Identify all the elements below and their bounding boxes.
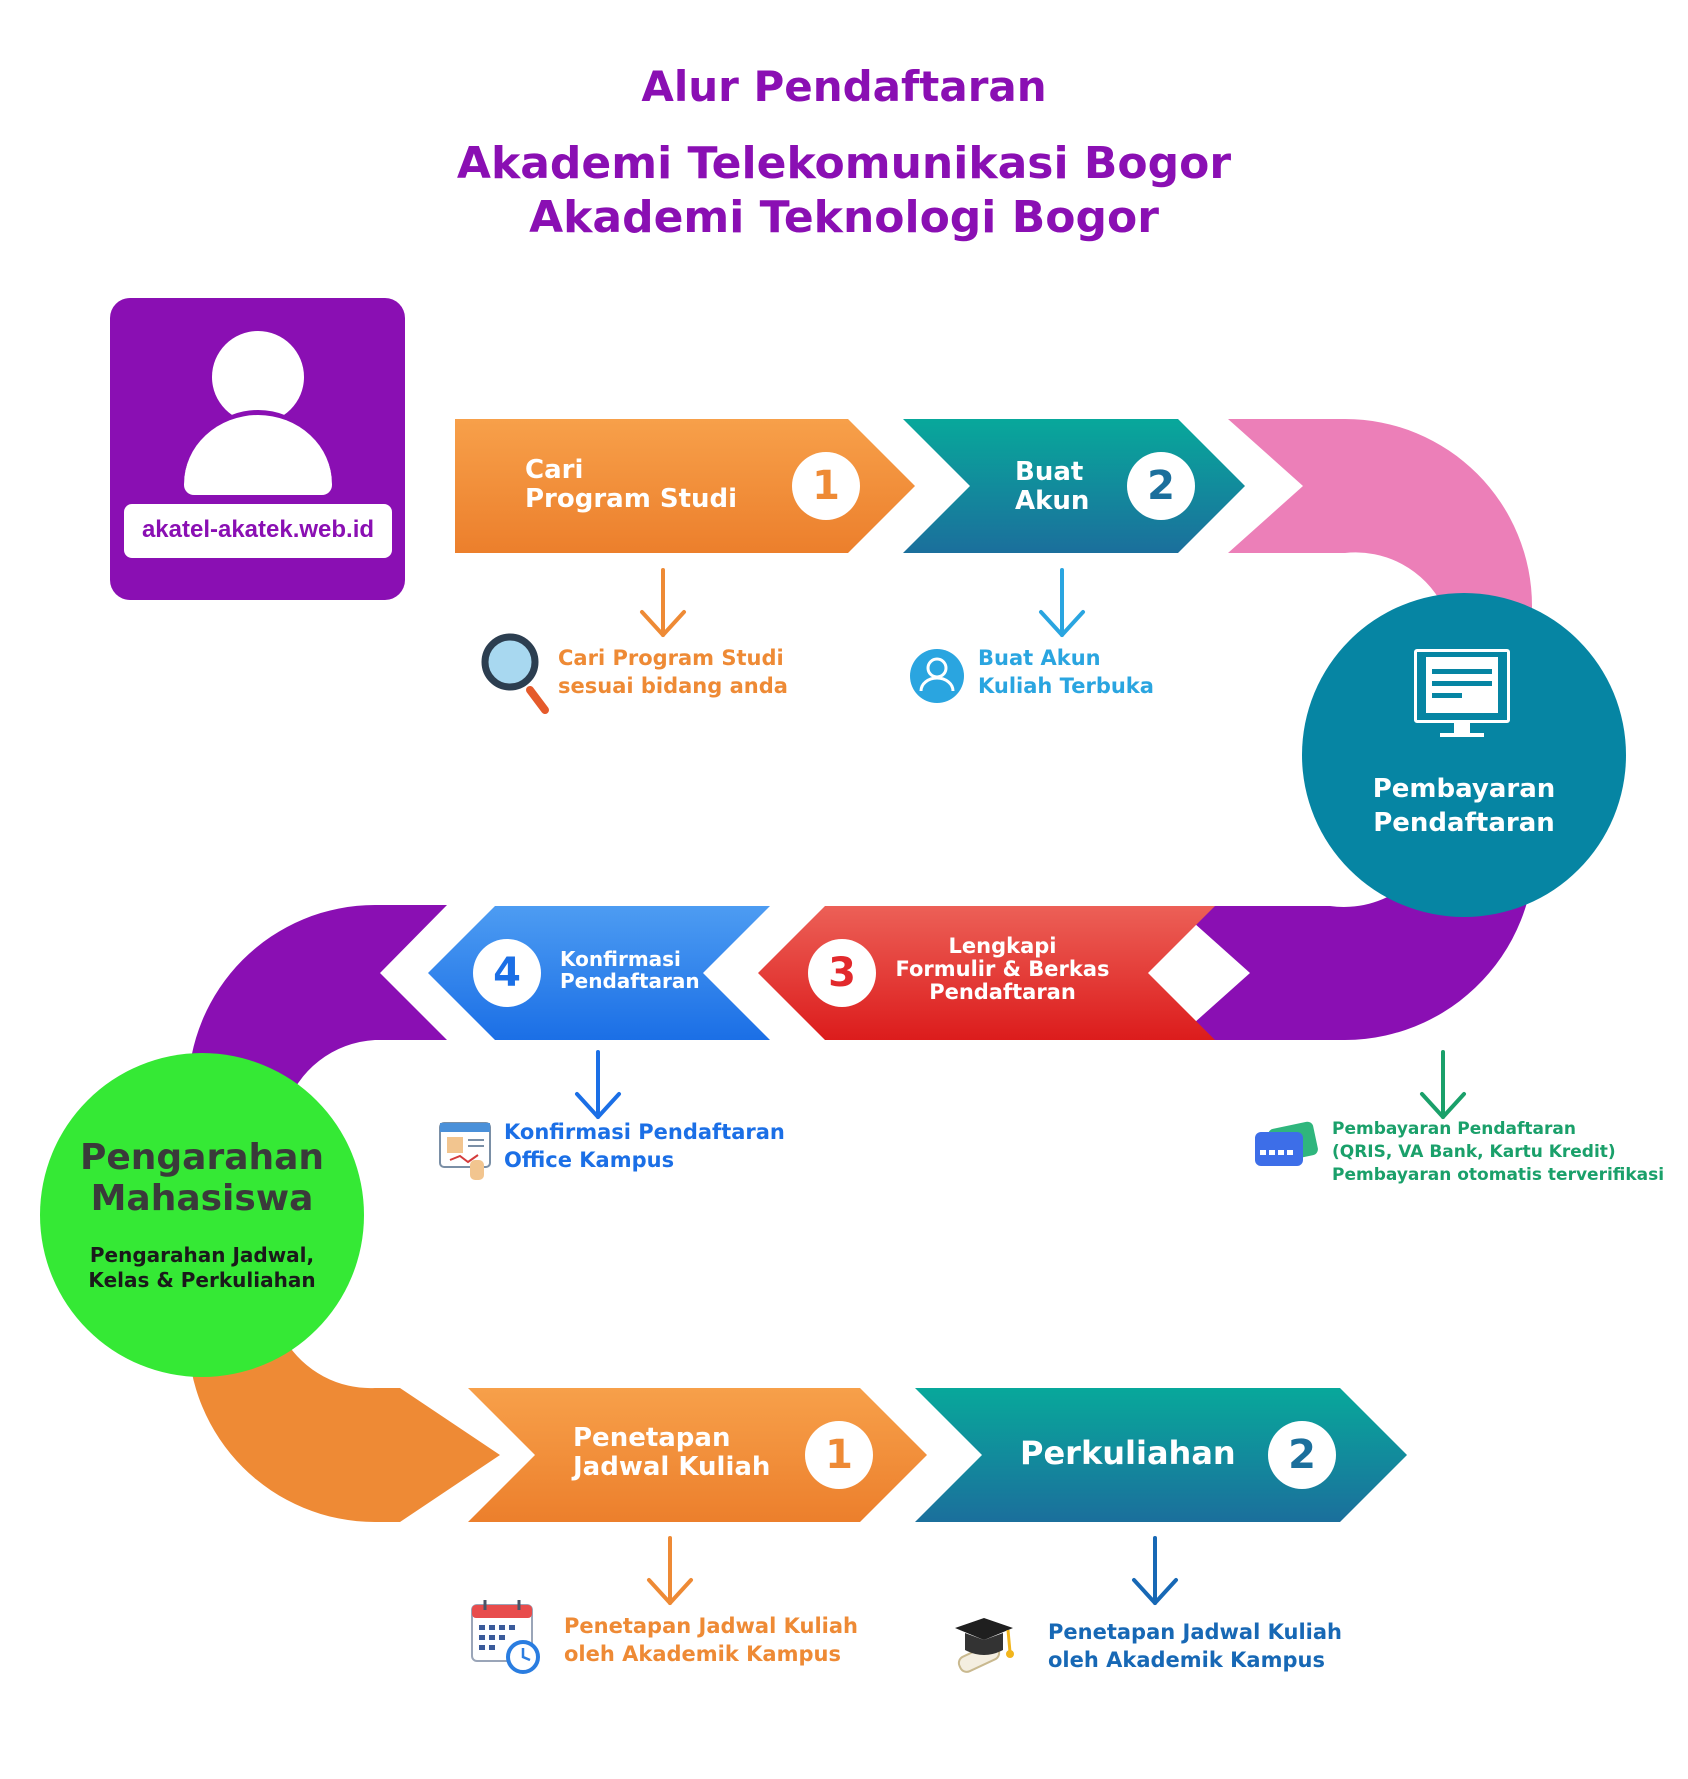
user-icon (110, 298, 405, 498)
arrow-step-cari-program-studi (455, 419, 915, 553)
caption-buat-line2: Kuliah Terbuka (978, 674, 1154, 699)
down-arrow-payment (1420, 1050, 1466, 1119)
step-number-row3-2: 2 (1268, 1421, 1336, 1489)
user-card: akatel-akatek.web.id (110, 298, 405, 600)
step-number-2: 2 (1127, 452, 1195, 520)
caption-cari-line1: Cari Program Studi (558, 646, 784, 670)
arrow-step-lengkapi-formulir (758, 906, 1215, 1040)
caption-penetapan-2: Penetapan Jadwal Kuliah oleh Akademik Ka… (1048, 1618, 1342, 1675)
step-buat-line2: Akun (1015, 485, 1090, 516)
step-konfirmasi-line1: Konfirmasi (560, 947, 681, 971)
caption-konfirmasi-line1: Konfirmasi Pendaftaran (504, 1120, 785, 1144)
connector-pink (1228, 419, 1532, 630)
down-arrow-4 (575, 1050, 621, 1119)
down-arrow-2 (1039, 568, 1085, 637)
account-icon (910, 649, 964, 703)
step-cari-line1: Cari (525, 455, 584, 485)
step-konfirmasi-label: Konfirmasi Pendaftaran (560, 948, 700, 992)
caption-penetapan-2-line2: oleh Akademik Kampus (1048, 1648, 1325, 1673)
step-perkuliahan-label: Perkuliahan (1020, 1434, 1236, 1472)
caption-cari-line2: sesuai bidang anda (558, 674, 788, 699)
caption-konfirmasi: Konfirmasi Pendaftaran Office Kampus (504, 1118, 785, 1175)
id-card-icon (439, 1122, 491, 1180)
guidance-circle: Pengarahan Mahasiswa Pengarahan Jadwal, … (40, 1053, 364, 1377)
caption-penetapan-2-line1: Penetapan Jadwal Kuliah (1048, 1620, 1342, 1644)
step-number-4: 4 (473, 939, 541, 1007)
step-buat-akun-label: Buat Akun (1015, 458, 1089, 515)
step-lengkapi-line3: Pendaftaran (929, 980, 1076, 1005)
credit-card-icon (1255, 1121, 1318, 1166)
title-line-2: Akademi Telekomunikasi Bogor (456, 138, 1232, 189)
payment-circle: Pembayaran Pendaftaran (1302, 593, 1626, 917)
graduation-cap-icon (955, 1618, 1014, 1673)
calendar-icon (471, 1600, 540, 1674)
caption-buat-line1: Buat Akun (978, 646, 1101, 670)
payment-circle-line1: Pembayaran (1372, 774, 1556, 804)
guidance-sub-line1: Pengarahan Jadwal, (89, 1243, 315, 1267)
step-cari-label: Cari Program Studi (525, 456, 737, 513)
step-konfirmasi-line2: Pendaftaran (560, 969, 700, 993)
guidance-title-line1: Pengarahan (79, 1137, 325, 1178)
step-number-row3-1: 1 (805, 1421, 873, 1489)
caption-pembayaran-line1: Pembayaran Pendaftaran (1332, 1119, 1576, 1139)
step-lengkapi-line1: Lengkapi (948, 934, 1057, 958)
guidance-sub-line2: Kelas & Perkuliahan (88, 1268, 316, 1292)
caption-penetapan-1: Penetapan Jadwal Kuliah oleh Akademik Ka… (564, 1612, 858, 1669)
connector-orange-left (188, 1330, 500, 1522)
arrow-step-penetapan-jadwal (468, 1388, 927, 1522)
website-url[interactable]: akatel-akatek.web.id (124, 504, 392, 558)
guidance-subtitle: Pengarahan Jadwal, Kelas & Perkuliahan (40, 1243, 364, 1293)
caption-buat-akun: Buat Akun Kuliah Terbuka (978, 644, 1154, 701)
form-monitor-icon (1414, 649, 1514, 739)
step-penetapan-line2: Jadwal Kuliah (573, 1451, 771, 1482)
step-penetapan-label: Penetapan Jadwal Kuliah (573, 1424, 770, 1481)
caption-pembayaran-line2: (QRIS, VA Bank, Kartu Kredit) (1332, 1141, 1616, 1162)
step-lengkapi-label: Lengkapi Formulir & Berkas Pendaftaran (890, 934, 1115, 1005)
guidance-title-line2: Mahasiswa (90, 1178, 314, 1220)
down-arrow-row3-1 (647, 1536, 693, 1605)
guidance-title: Pengarahan Mahasiswa (40, 1137, 364, 1220)
title-line-3: Akademi Teknologi Bogor (529, 192, 1159, 243)
magnifier-icon (481, 633, 549, 714)
step-cari-line2: Program Studi (525, 483, 738, 514)
caption-pembayaran-line3: Pembayaran otomatis terverifikasi (1332, 1164, 1665, 1185)
title-line-1: Alur Pendaftaran (641, 62, 1047, 111)
caption-pembayaran: Pembayaran Pendaftaran (QRIS, VA Bank, K… (1332, 1118, 1664, 1187)
step-penetapan-line1: Penetapan (573, 1423, 731, 1453)
arrow-step-perkuliahan (915, 1388, 1407, 1522)
step-lengkapi-line2: Formulir & Berkas (895, 957, 1110, 982)
down-arrow-1 (640, 568, 686, 637)
caption-konfirmasi-line2: Office Kampus (504, 1148, 675, 1173)
step-number-3: 3 (808, 939, 876, 1007)
payment-circle-line2: Pendaftaran (1373, 807, 1555, 838)
step-number-1: 1 (792, 452, 860, 520)
step-buat-line1: Buat (1015, 457, 1084, 487)
caption-penetapan-1-line1: Penetapan Jadwal Kuliah (564, 1614, 858, 1638)
caption-cari-program-studi: Cari Program Studi sesuai bidang anda (558, 644, 788, 701)
payment-circle-label: Pembayaran Pendaftaran (1302, 773, 1626, 841)
down-arrow-row3-2 (1132, 1536, 1178, 1605)
caption-penetapan-1-line2: oleh Akademik Kampus (564, 1642, 841, 1667)
